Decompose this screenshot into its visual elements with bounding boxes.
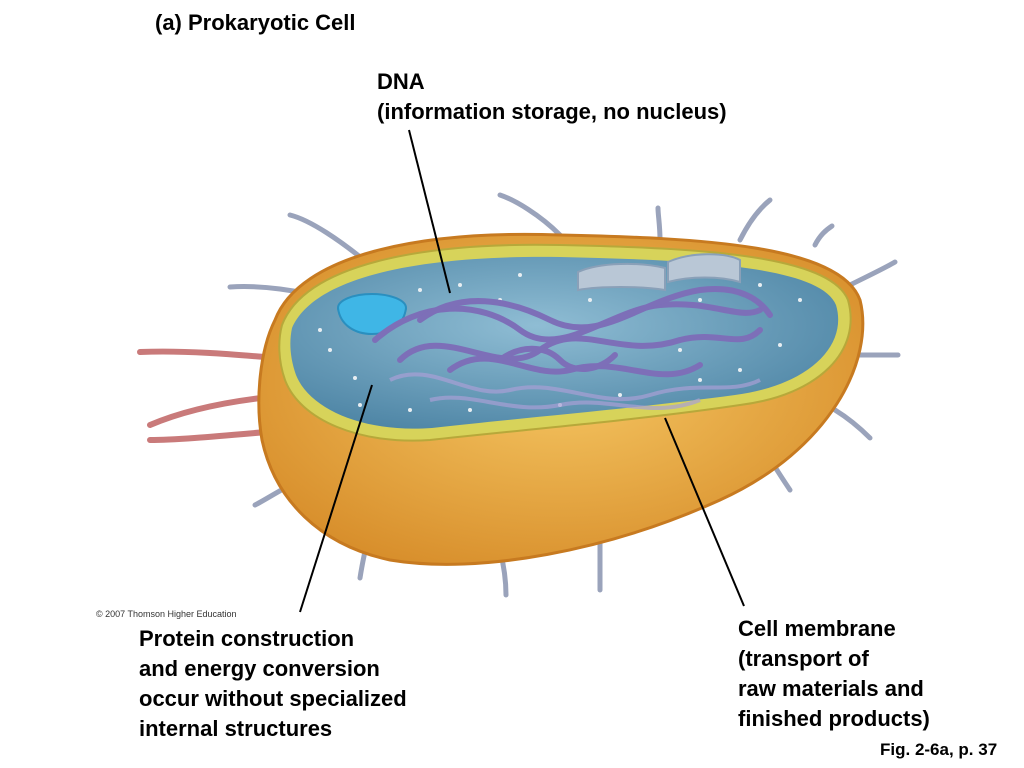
protein-label-line3: occur without specialized <box>139 686 407 711</box>
figure-title: (a) Prokaryotic Cell <box>155 10 356 35</box>
dna-nucleoid <box>372 286 773 378</box>
membrane-label-line4: finished products) <box>738 706 930 731</box>
protein-label-line4: internal structures <box>139 716 333 741</box>
protein-label-line2: and energy conversion <box>139 656 380 681</box>
dna-strands-faint <box>389 372 761 411</box>
copyright-notice: © 2007 Thomson Higher Education <box>96 609 237 619</box>
membrane-label: Cell membrane (transport of raw material… <box>738 614 930 734</box>
membrane-label-line1: Cell membrane <box>738 616 896 641</box>
dna-leader-line <box>408 129 451 294</box>
storage-vesicle <box>337 293 407 336</box>
leader-lines <box>299 129 745 613</box>
protein-label-line1: Protein construction <box>139 626 355 651</box>
membrane-label-line3: raw materials and <box>738 676 924 701</box>
protein-leader-line <box>299 384 373 613</box>
membrane-label-line2: (transport of <box>738 646 869 671</box>
membrane-fold <box>577 253 741 292</box>
membrane-leader-line <box>664 417 745 607</box>
protein-label: Protein construction and energy conversi… <box>139 624 407 744</box>
figure-reference: Fig. 2-6a, p. 37 <box>880 740 998 759</box>
dna-label-line2: (information storage, no nucleus) <box>377 99 727 124</box>
dna-label: DNA (information storage, no nucleus) <box>377 67 727 127</box>
dna-label-line1: DNA <box>377 69 425 94</box>
